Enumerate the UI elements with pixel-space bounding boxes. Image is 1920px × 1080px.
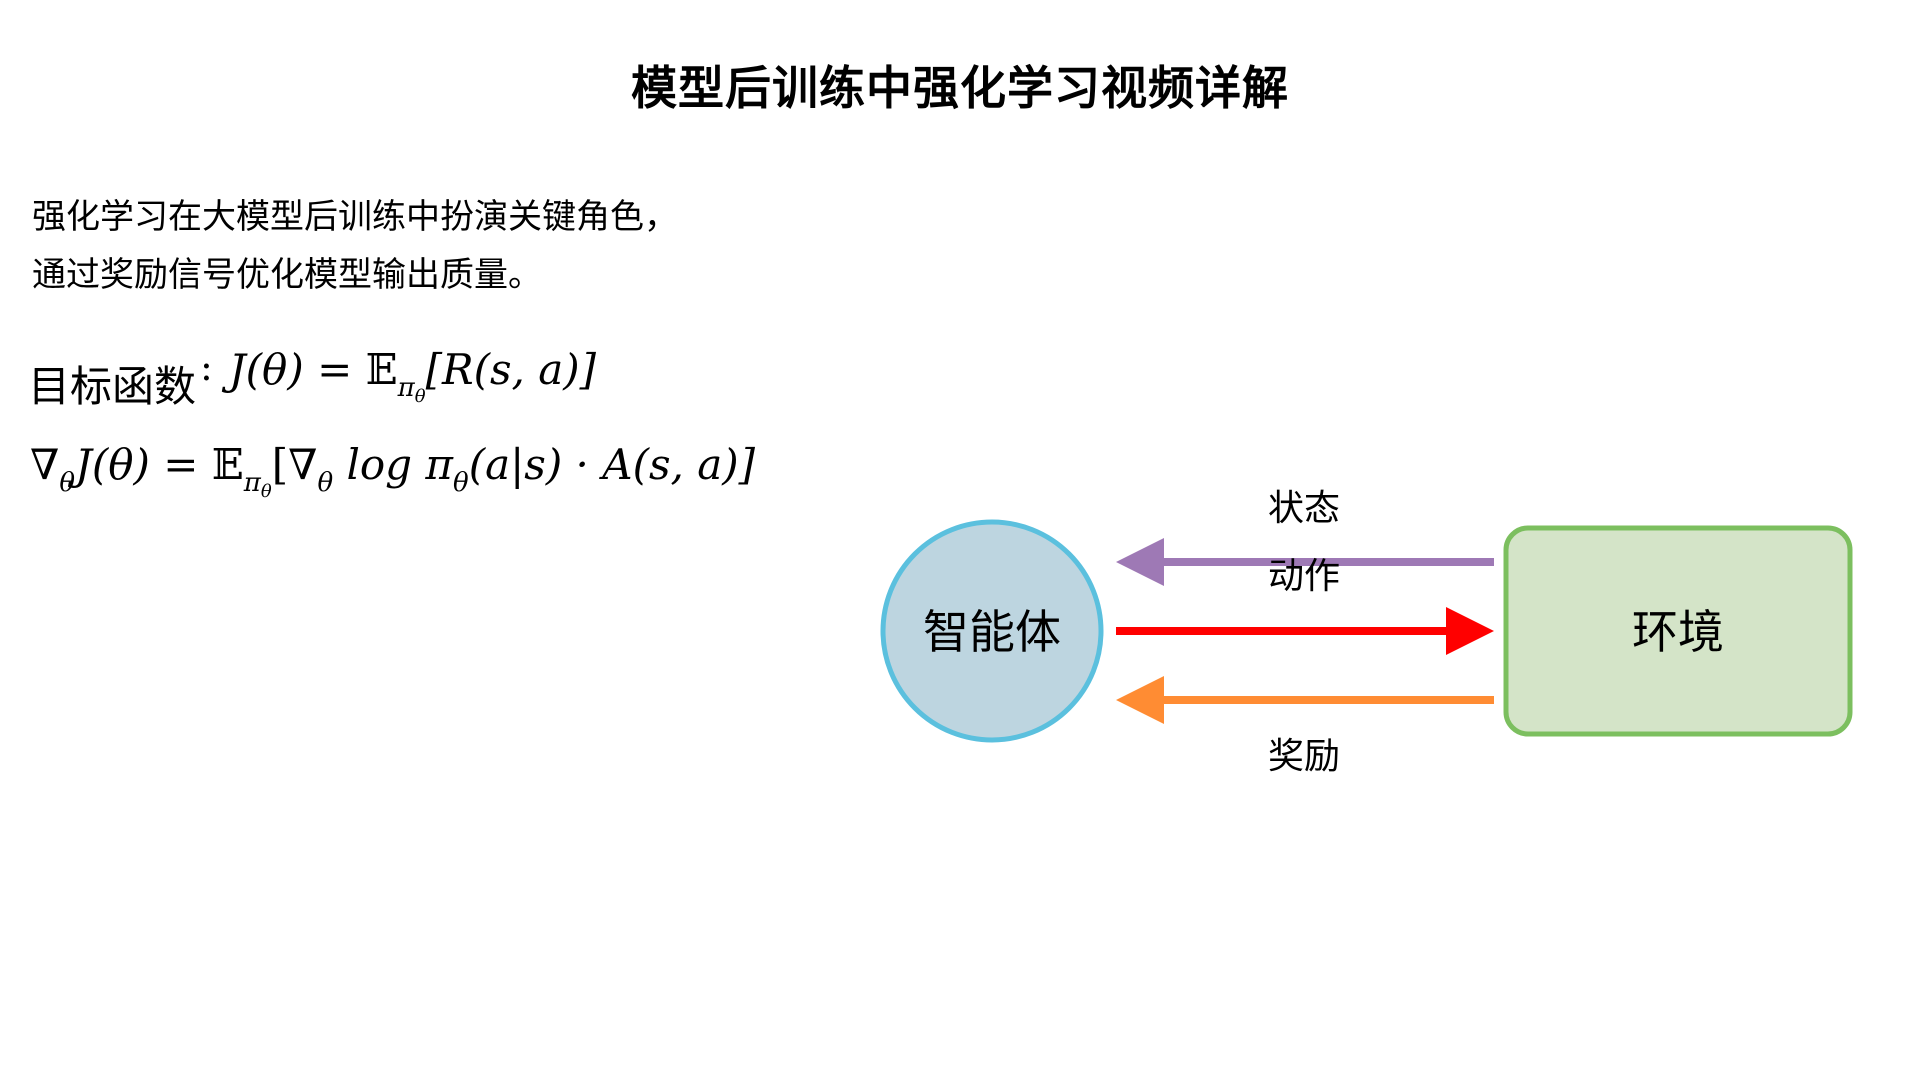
agent-node [880, 519, 1104, 743]
agent-label: 智能体 [923, 605, 1061, 659]
objective-rhs: [R(s, a)] [425, 345, 597, 394]
environment-label: 环境 [1632, 605, 1724, 659]
action-label: 动作 [1268, 556, 1340, 597]
gradient-policy-subscript: πθ [243, 468, 272, 502]
policy-gradient-formula: ∇θJ(θ) = 𝔼πθ[∇θ log πθ(a|s) · A(s, a)] [30, 440, 756, 501]
gradient-theta-sub: θ [59, 468, 75, 498]
gradient-nabla: ∇ [30, 440, 60, 489]
objective-formula: J(θ) = 𝔼πθ[R(s, a)] [228, 345, 597, 406]
objective-label: 目标函数 [28, 362, 197, 411]
gradient-part-2: [∇ [271, 440, 318, 489]
gradient-expectation: 𝔼 [211, 440, 244, 489]
intro-line-2: 通过奖励信号优化模型输出质量。 [32, 255, 542, 295]
gradient-part-3: log π [333, 440, 454, 489]
objective-lhs: J(θ) = [228, 345, 366, 394]
gradient-part-4: (a|s) · A(s, a)] [468, 440, 756, 489]
state-label: 状态 [1268, 488, 1340, 529]
reward-arrow [1116, 676, 1494, 724]
intro-line-1: 强化学习在大模型后训练中扮演关键角色， [32, 197, 678, 237]
objective-function: 目标函数 : J(θ) = 𝔼πθ[R(s, a)] [28, 345, 596, 414]
reward-label: 奖励 [1268, 736, 1340, 777]
gradient-part-1: J(θ) = [74, 440, 212, 489]
gradient-theta-sub-2: θ [317, 468, 334, 498]
environment-node [1503, 525, 1853, 737]
objective-colon: : [200, 345, 213, 389]
page-title: 模型后训练中强化学习视频详解 [631, 61, 1289, 115]
action-arrow [1116, 607, 1494, 655]
objective-expectation: 𝔼 [365, 345, 398, 394]
gradient-theta-sub-3: θ [453, 468, 469, 498]
intro-text: 强化学习在大模型后训练中扮演关键角色， 通过奖励信号优化模型输出质量。 [32, 188, 678, 304]
objective-policy-subscript: πθ [397, 373, 426, 407]
state-arrow [1116, 538, 1494, 586]
